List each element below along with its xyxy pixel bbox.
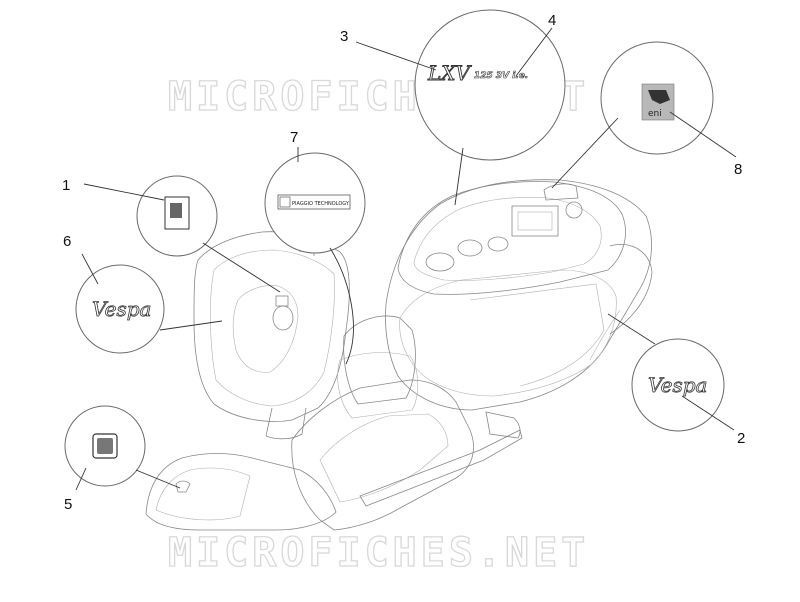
scooter-body [145, 179, 653, 531]
callout-4: 4 [548, 12, 556, 29]
callout-circle-lxv: LXV 125 3V i.e. [414, 9, 566, 161]
dog-icon [648, 90, 670, 104]
lxv-decal: LXV [427, 61, 473, 85]
leader-lines [75, 27, 737, 491]
vespa-front-script: Vespa [92, 297, 151, 321]
callout-circle-vespa-front: Vespa [75, 264, 165, 354]
displacement-decal: 125 3V i.e. [474, 71, 528, 81]
small-badge-icon [97, 438, 113, 454]
callout-circle-eni: eni [600, 41, 714, 155]
vespa-side-script: Vespa [648, 373, 707, 397]
callout-circle-vespa-side: Vespa [631, 338, 725, 432]
callout-circle-small-badge [64, 405, 146, 487]
callout-3: 3 [340, 28, 348, 45]
badge-p-icon [170, 203, 182, 218]
piaggio-logo-icon [279, 196, 291, 208]
callout-5: 5 [64, 496, 72, 513]
callout-6: 6 [63, 233, 71, 250]
piaggio-tech-text: PIAGGIO TECHNOLOGY [292, 201, 350, 207]
callout-7: 7 [290, 129, 298, 146]
callout-1: 1 [62, 177, 70, 194]
piaggio-tech-plate [277, 194, 351, 210]
eni-text: eni [648, 109, 662, 119]
callout-2: 2 [737, 430, 745, 447]
watermark-bottom: MICROFICHES.NET [168, 530, 589, 576]
callout-numbers: 1 2 3 4 5 6 7 8 [62, 12, 745, 513]
piaggio-badge [164, 196, 190, 230]
callout-circle-piaggio: PIAGGIO TECHNOLOGY [264, 152, 366, 254]
callout-8: 8 [734, 161, 742, 178]
callout-circle-badge [136, 175, 218, 257]
